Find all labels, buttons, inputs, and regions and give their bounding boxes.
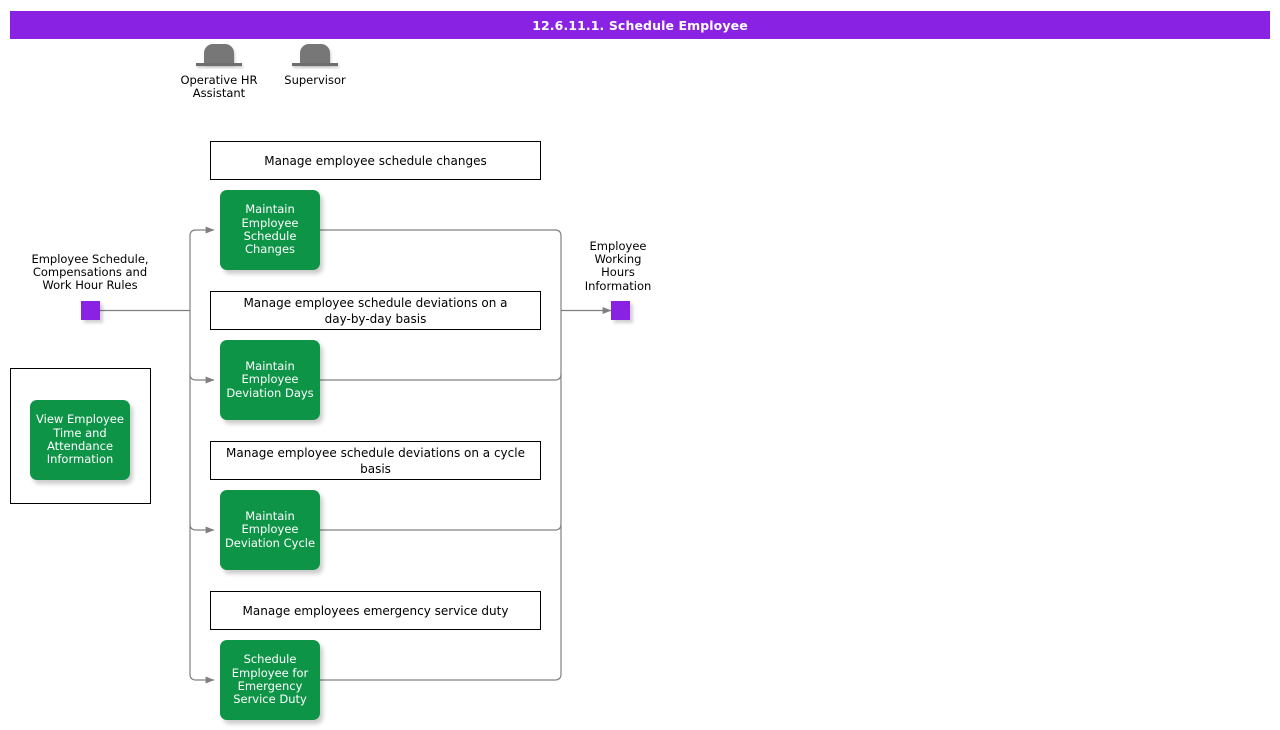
task-box-label: Employee (241, 372, 299, 387)
task-box-label: Deviation Days (226, 385, 314, 400)
task-box-label: Schedule (243, 229, 297, 243)
data-element-label: Employee Schedule, Compensations and Wor… (0, 252, 180, 293)
process-box-label: Manage employee schedule deviations on a… (226, 445, 525, 476)
task-box-maintain-employee-deviation-days[interactable]: Maintain Employee Deviation Days (220, 340, 320, 420)
data-element-swatch[interactable] (81, 301, 100, 320)
data-label-line: Employee (589, 239, 647, 253)
task-box-label: Schedule (243, 652, 297, 667)
task-box-label: View Employee (36, 412, 124, 427)
data-label-line: Work Hour Rules (42, 278, 138, 293)
process-box-manage-employees-emergency-service-duty[interactable]: Manage employees emergency service duty (210, 591, 541, 630)
data-label-line: Working (594, 252, 642, 267)
data-element-label: Employee Working Hours Information (553, 239, 683, 293)
process-box-label: day-by-day basis (324, 311, 427, 326)
process-box-label: Manage employee schedule changes (264, 153, 487, 168)
data-element-swatch[interactable] (611, 301, 630, 320)
task-box-label: Information (46, 452, 114, 467)
actor-label-line1: Operative HR (180, 73, 258, 87)
actor-label-line1: Supervisor (284, 73, 346, 87)
process-box-label: Manage employees emergency service duty (242, 603, 509, 618)
data-label-line: Information (584, 278, 652, 293)
task-box-label: Employee (241, 215, 299, 230)
data-label-line: Compensations and (32, 265, 148, 280)
task-box-view-employee-time-and-attendance-information[interactable]: View Employee Time and Attendance Inform… (30, 400, 130, 480)
page-title: 12.6.11.1. Schedule Employee (532, 17, 748, 33)
role-hat-icon (196, 44, 242, 70)
process-box-manage-employee-schedule-deviations-cycle[interactable]: Manage employee schedule deviations on a… (210, 441, 541, 480)
page-title-bar: 12.6.11.1. Schedule Employee (10, 11, 1270, 39)
task-box-label: Emergency (237, 679, 303, 693)
task-box-label: Attendance (46, 439, 114, 453)
data-label-line: Employee Schedule, (31, 252, 149, 266)
process-box-manage-employee-schedule-deviations-day-by-day[interactable]: Manage employee schedule deviations on a… (210, 291, 541, 330)
actor-label: Operative HR Assistant (159, 74, 279, 100)
data-label-line: Hours (601, 265, 635, 280)
task-box-label: Time and (53, 425, 107, 440)
actor-operative-hr-assistant[interactable]: Operative HR Assistant (159, 44, 279, 100)
process-box-manage-employee-schedule-changes[interactable]: Manage employee schedule changes (210, 141, 541, 180)
task-box-label: Employee for (231, 665, 309, 680)
actor-label-line2: Assistant (192, 86, 246, 100)
task-box-label: Maintain (245, 509, 295, 524)
task-box-label: Deviation Cycle (224, 535, 316, 550)
process-box-label: Manage employee schedule deviations on a (243, 295, 508, 310)
task-box-label: Maintain (245, 202, 295, 217)
task-box-maintain-employee-deviation-cycle[interactable]: Maintain Employee Deviation Cycle (220, 490, 320, 570)
task-box-label: Employee (241, 522, 299, 537)
actor-supervisor[interactable]: Supervisor (255, 44, 375, 87)
role-hat-icon (292, 44, 338, 70)
task-box-label: Service Duty (233, 692, 307, 707)
task-box-label: Changes (244, 242, 296, 257)
task-box-schedule-employee-for-emergency-service-duty[interactable]: Schedule Employee for Emergency Service … (220, 640, 320, 720)
task-box-label: Maintain (245, 359, 295, 374)
actor-label: Supervisor (255, 74, 375, 87)
task-box-maintain-employee-schedule-changes[interactable]: Maintain Employee Schedule Changes (220, 190, 320, 270)
